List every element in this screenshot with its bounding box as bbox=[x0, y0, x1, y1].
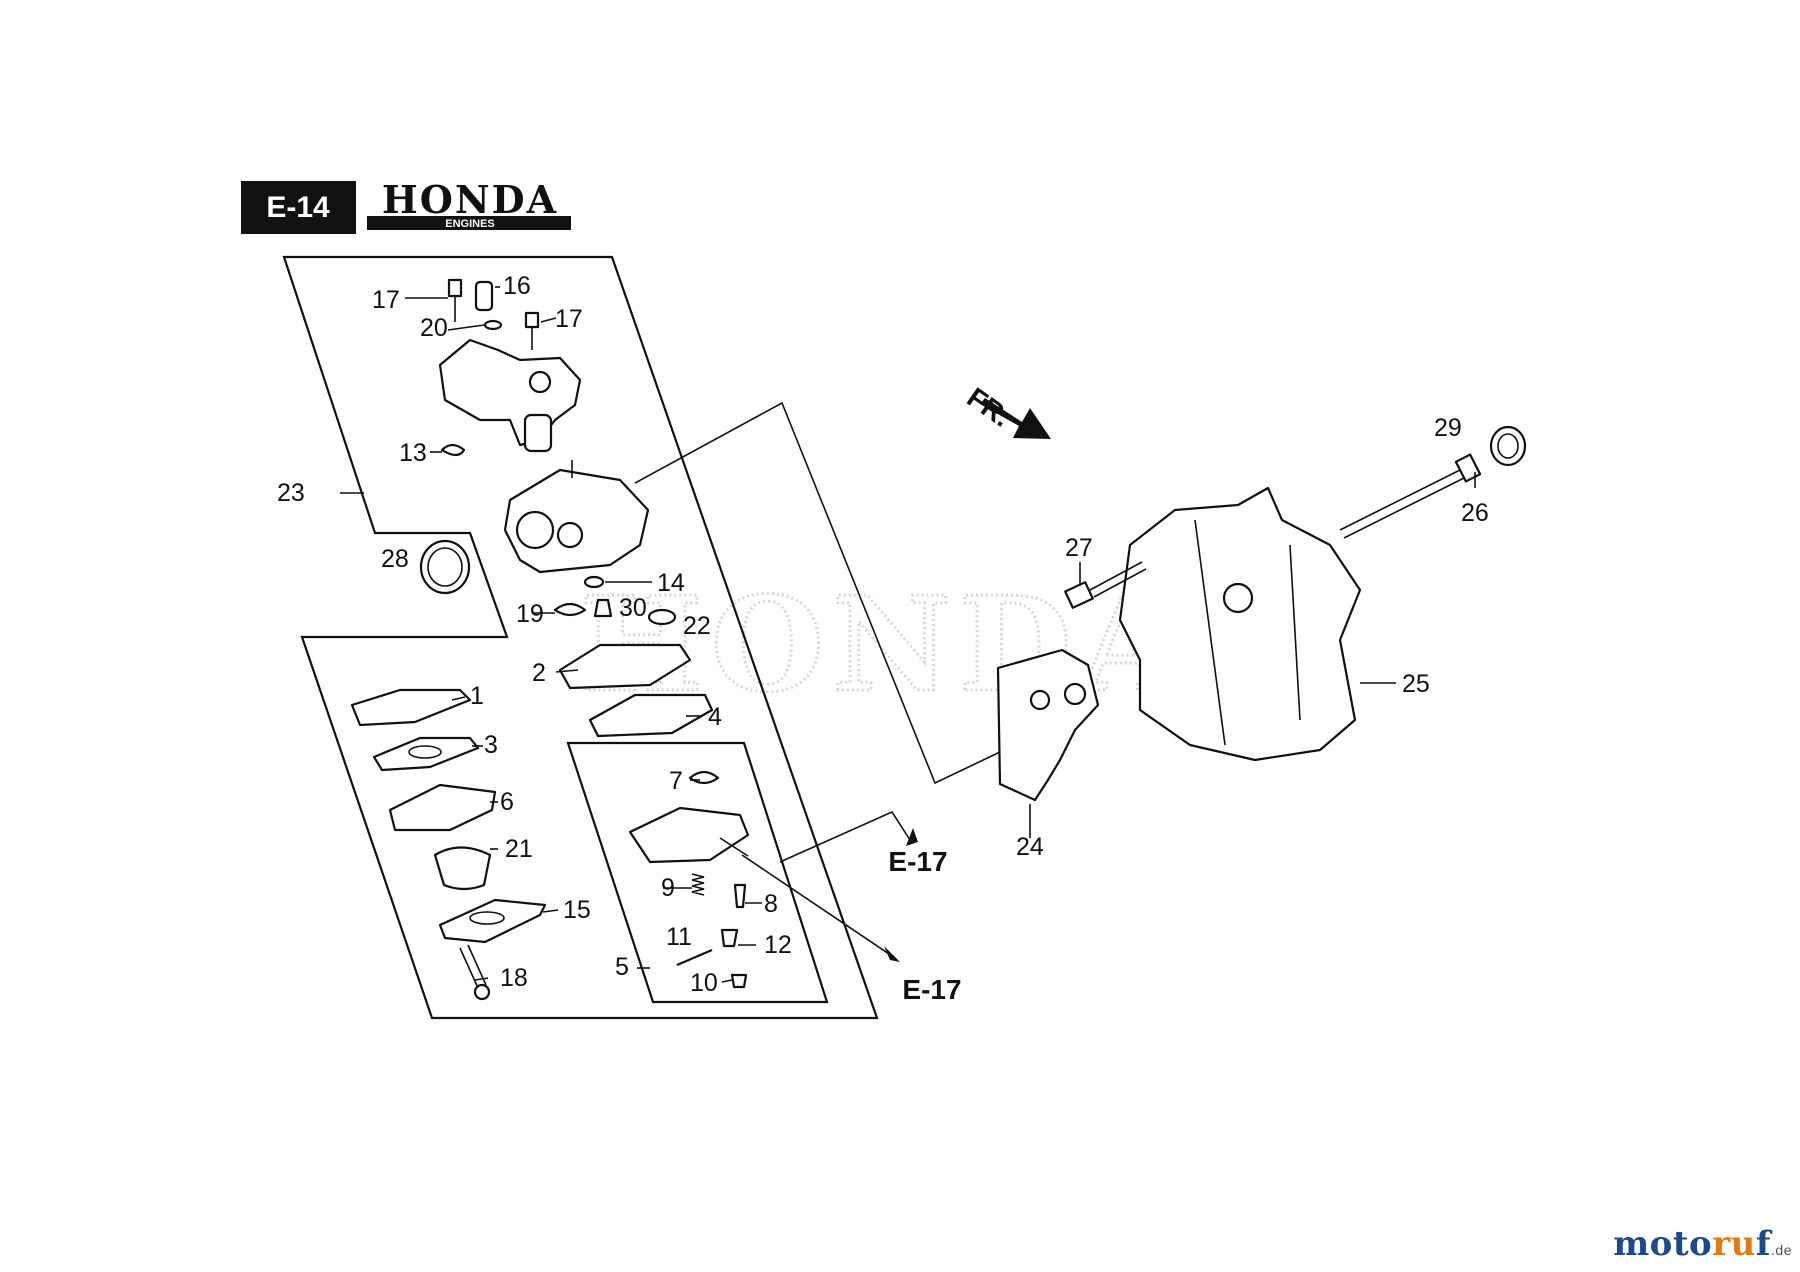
callout-16: 16 bbox=[503, 272, 531, 300]
seal-14 bbox=[583, 575, 605, 589]
clip-13 bbox=[440, 443, 466, 457]
callout-numbers: 1 2 3 4 5 6 7 8 9 10 11 12 13 14 15 16 1… bbox=[277, 272, 1489, 997]
reference-e17-upper: E-17 bbox=[888, 846, 947, 877]
gasket-24 bbox=[996, 648, 1100, 802]
assembly-leader bbox=[634, 401, 1001, 785]
bolt-26 bbox=[1339, 453, 1482, 539]
o-ring-20 bbox=[483, 319, 503, 331]
motoruf-logo[interactable]: motoruf.de bbox=[1613, 1224, 1792, 1264]
callout-15: 15 bbox=[563, 896, 591, 924]
logo-text-part1: moto bbox=[1613, 1224, 1713, 1264]
chamber-6 bbox=[388, 783, 497, 832]
callout-24: 24 bbox=[1016, 833, 1044, 861]
callout-2: 2 bbox=[532, 659, 546, 687]
callout-7: 7 bbox=[669, 767, 683, 795]
callout-11: 11 bbox=[666, 923, 692, 951]
callout-3: 3 bbox=[484, 731, 498, 759]
logo-text-part3: f bbox=[1755, 1224, 1772, 1264]
callout-5: 5 bbox=[615, 953, 629, 981]
callout-4: 4 bbox=[708, 703, 722, 731]
callout-13: 13 bbox=[399, 439, 427, 467]
callout-12: 12 bbox=[764, 931, 792, 959]
honda-engines-logo: HONDA ENGINES bbox=[367, 177, 571, 230]
float-12 bbox=[720, 928, 739, 948]
logo-tld: .de bbox=[1771, 1242, 1792, 1258]
callout-19: 19 bbox=[516, 600, 544, 628]
needle-8 bbox=[733, 883, 747, 909]
reference-e17-lower: E-17 bbox=[902, 974, 961, 1005]
callout-8: 8 bbox=[764, 890, 778, 918]
plug-7 bbox=[688, 770, 720, 785]
logo-text-part2: ru bbox=[1712, 1224, 1756, 1264]
callout-25: 25 bbox=[1402, 670, 1430, 698]
washer-29 bbox=[1489, 425, 1527, 467]
front-arrow-icon bbox=[980, 398, 1051, 439]
callout-leaders bbox=[340, 286, 1476, 983]
brand-subtitle: ENGINES bbox=[445, 218, 495, 230]
callout-20: 20 bbox=[420, 314, 448, 342]
section-badge: E-14 bbox=[241, 181, 356, 234]
callout-10: 10 bbox=[690, 969, 718, 997]
diaphragm-1 bbox=[350, 688, 472, 727]
callout-23: 23 bbox=[277, 479, 305, 507]
fitting-16 bbox=[474, 280, 494, 312]
callout-26: 26 bbox=[1461, 499, 1489, 527]
washer-22 bbox=[647, 608, 677, 626]
section-code: E-14 bbox=[266, 191, 330, 224]
e17-upper-arrow bbox=[779, 810, 918, 863]
jet-30 bbox=[593, 598, 613, 618]
float-chamber-frame bbox=[566, 741, 829, 1004]
plate-3 bbox=[372, 736, 480, 772]
cup-21 bbox=[433, 846, 492, 891]
front-direction-indicator: FR. bbox=[962, 382, 1051, 439]
pin-11 bbox=[676, 948, 713, 967]
callout-18: 18 bbox=[500, 964, 528, 992]
callout-29: 29 bbox=[1434, 414, 1462, 442]
screw-18 bbox=[459, 944, 491, 1001]
callout-28: 28 bbox=[381, 545, 409, 573]
callout-9: 9 bbox=[661, 874, 675, 902]
air-cleaner-case-25 bbox=[1118, 486, 1362, 762]
callout-27: 27 bbox=[1065, 534, 1093, 562]
callout-1: 1 bbox=[470, 682, 484, 710]
callout-17-left: 17 bbox=[372, 286, 400, 314]
callout-30: 30 bbox=[619, 594, 647, 622]
callout-6: 6 bbox=[500, 788, 514, 816]
float-chamber bbox=[628, 806, 750, 864]
cap-19 bbox=[553, 602, 587, 617]
callout-14: 14 bbox=[657, 569, 685, 597]
screw-17-a bbox=[447, 278, 463, 322]
bolt-27 bbox=[1064, 561, 1147, 609]
cover-15 bbox=[438, 898, 547, 944]
carburetor-frame bbox=[282, 255, 879, 1020]
e17-lower-arrow bbox=[741, 854, 900, 962]
screw-17-b bbox=[524, 311, 540, 350]
gasket-2 bbox=[558, 643, 692, 690]
spring-9 bbox=[691, 873, 705, 896]
brand-name: HONDA bbox=[382, 177, 558, 222]
callout-21: 21 bbox=[505, 835, 533, 863]
gasket-4 bbox=[588, 693, 714, 738]
callout-22: 22 bbox=[683, 612, 711, 640]
carburetor-cover bbox=[438, 338, 582, 447]
screw-10 bbox=[730, 973, 748, 989]
callout-17-right: 17 bbox=[555, 305, 583, 333]
